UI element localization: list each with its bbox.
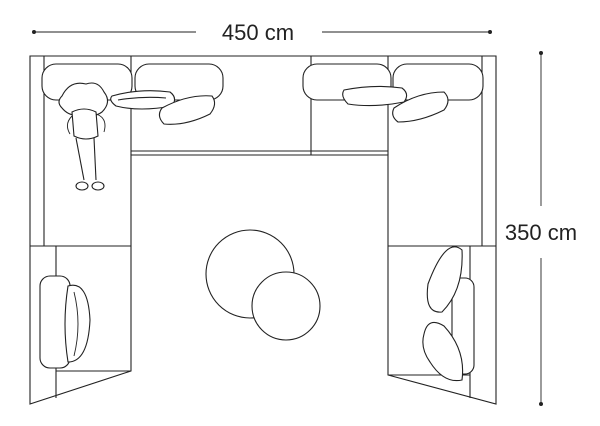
coffee-table-small [251,271,321,341]
person-torso [71,108,99,140]
width-dimension-endpoint-left [32,30,36,34]
right-pillow-1 [426,246,463,313]
person-foot-right [91,181,105,191]
left-side-cushions [39,275,91,369]
right-pillow-2 [422,321,464,382]
width-dimension: 450 cm [32,20,492,45]
person-arm-right [95,113,106,133]
left-pillow [64,284,91,363]
width-dimension-endpoint-right [488,30,492,34]
height-dimension-endpoint-bottom [539,402,543,406]
pillow-top-2 [158,95,216,125]
scatter-pillows-top [110,85,449,125]
left-pillow-seam [73,291,79,357]
coffee-tables [205,229,321,341]
person-leg-left [75,137,85,181]
height-label: 350 cm [505,220,577,245]
right-side-cushions [422,246,475,382]
height-dimension-endpoint-top [539,51,543,55]
person-head [58,82,109,117]
back-cushions-top [41,63,484,101]
person-figure [58,82,109,191]
pillow-top-3 [342,85,408,107]
person-foot-left [75,181,89,191]
width-label: 450 cm [222,20,294,45]
pillow-top-4 [392,91,449,123]
pillow-top-1-seam [117,96,167,101]
person-leg-right [93,137,97,181]
person-arm-left [67,115,73,135]
height-dimension: 350 cm [505,51,577,406]
